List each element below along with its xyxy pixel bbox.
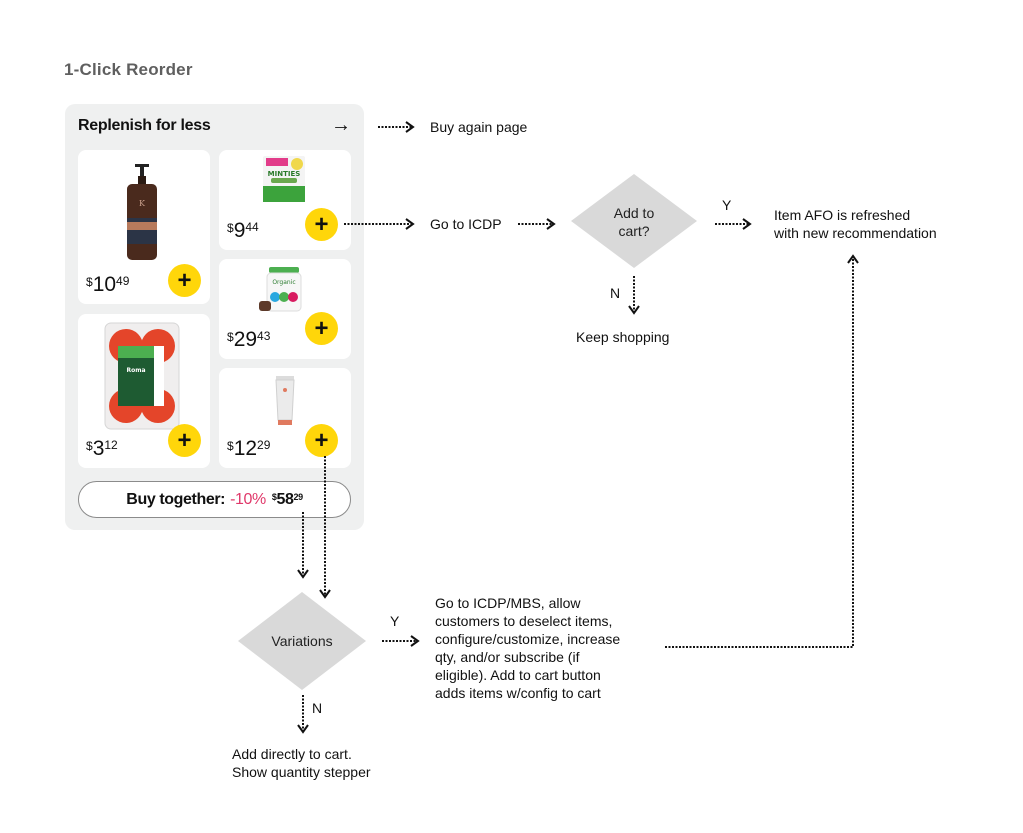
plus-icon: + [314, 314, 329, 342]
add-to-cart-button[interactable]: + [168, 424, 201, 457]
mbs-text-line: qty, and/or subscribe (if [435, 649, 580, 665]
yes-label: Y [390, 613, 400, 629]
mbs-description: Go to ICDP/MBS, allow customers to desel… [435, 594, 620, 702]
product-card[interactable]: Organic $2943 + [219, 259, 351, 359]
svg-text:K: K [139, 199, 146, 208]
product-price: $312 [86, 437, 118, 460]
add-to-cart-button[interactable]: + [168, 264, 201, 297]
go-to-icdp-label: Go to ICDP [430, 216, 502, 232]
product-image-bottle: K [127, 164, 157, 260]
arrow-mbs-to-afo [665, 254, 859, 648]
add-to-cart-button[interactable]: + [305, 424, 338, 457]
product-card[interactable]: MINTIES $944 + [219, 150, 351, 250]
buy-again-page-label: Buy again page [430, 119, 528, 135]
afo-text-line: Item AFO is refreshed [774, 207, 911, 223]
product-card[interactable]: Roma $312 + [78, 314, 210, 468]
discount-badge: -10% [230, 490, 266, 508]
svg-text:Roma: Roma [126, 367, 145, 374]
decision-variations-label: Variations [271, 633, 333, 649]
product-image-treats: MINTIES [263, 156, 305, 202]
product-price: $2943 [227, 328, 271, 351]
plus-icon: + [177, 426, 192, 454]
product-price: $944 [227, 219, 259, 242]
add-to-cart-button[interactable]: + [305, 208, 338, 241]
page-title: 1-Click Reorder [64, 60, 193, 79]
decision-text-line: Add to [613, 205, 655, 221]
mbs-text-line: eligible). Add to cart button [435, 667, 601, 683]
buy-together-label: Buy together: [126, 490, 226, 508]
add-directly-label: Add directly to cart. Show quantity step… [232, 745, 371, 781]
mbs-text-line: customers to deselect items, [435, 613, 613, 629]
direct-text-line: Show quantity stepper [232, 764, 371, 780]
product-price: $1229 [227, 437, 271, 460]
decision-text-line: cart? [618, 223, 650, 239]
product-image-tomatoes: Roma [104, 322, 180, 430]
direct-text-line: Add directly to cart. [232, 746, 352, 762]
product-card[interactable]: K $1049 + [78, 150, 210, 304]
buy-together-button[interactable]: Buy together: -10% $5829 [78, 481, 351, 518]
product-card[interactable]: $1229 + [219, 368, 351, 468]
afo-refresh-label: Item AFO is refreshed with new recommend… [774, 206, 937, 242]
product-image-tube [275, 376, 295, 425]
add-to-cart-button[interactable]: + [305, 312, 338, 345]
mbs-text-line: Go to ICDP/MBS, allow [435, 595, 581, 611]
decision-add-to-cart-label: Add to cart? [584, 204, 684, 240]
svg-text:MINTIES: MINTIES [268, 170, 301, 178]
svg-text:Organic: Organic [272, 279, 295, 286]
arrow-right-icon[interactable]: → [331, 114, 351, 136]
product-image-protein: Organic [259, 267, 302, 312]
keep-shopping-label: Keep shopping [576, 329, 670, 345]
yes-label: Y [722, 197, 732, 213]
plus-icon: + [177, 266, 192, 294]
plus-icon: + [314, 210, 329, 238]
widget-title[interactable]: Replenish for less [78, 117, 211, 134]
product-price: $1049 [86, 273, 130, 296]
mbs-text-line: configure/customize, increase [435, 631, 621, 647]
afo-text-line: with new recommendation [774, 225, 937, 241]
mbs-text-line: adds items w/config to cart [435, 685, 601, 701]
no-label: N [312, 700, 323, 716]
bundle-total: $5829 [271, 490, 303, 508]
no-label: N [610, 285, 621, 301]
plus-icon: + [314, 426, 329, 454]
